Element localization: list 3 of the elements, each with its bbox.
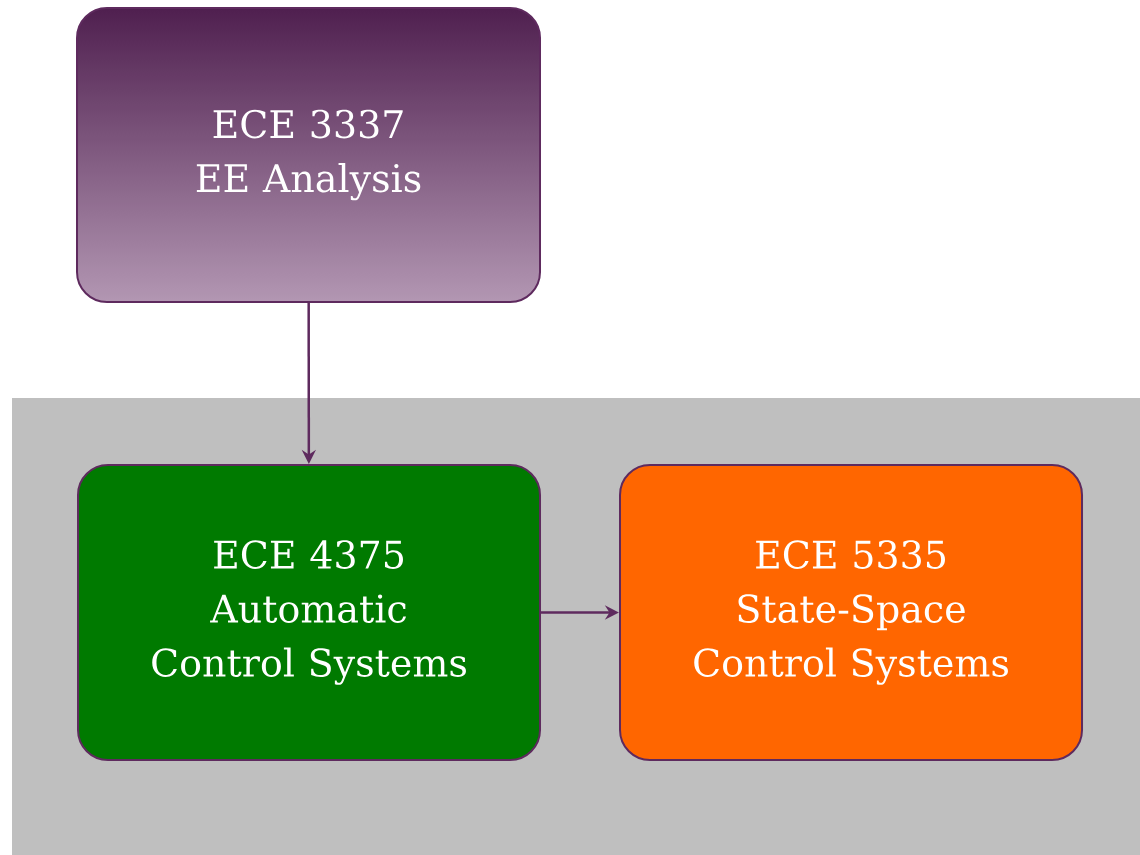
course-box: ECE 4375 Automatic Control Systems <box>77 464 541 761</box>
course-box: ECE 3337 EE Analysis <box>76 7 541 303</box>
course-box: ECE 5335 State-Space Control Systems <box>619 464 1083 761</box>
